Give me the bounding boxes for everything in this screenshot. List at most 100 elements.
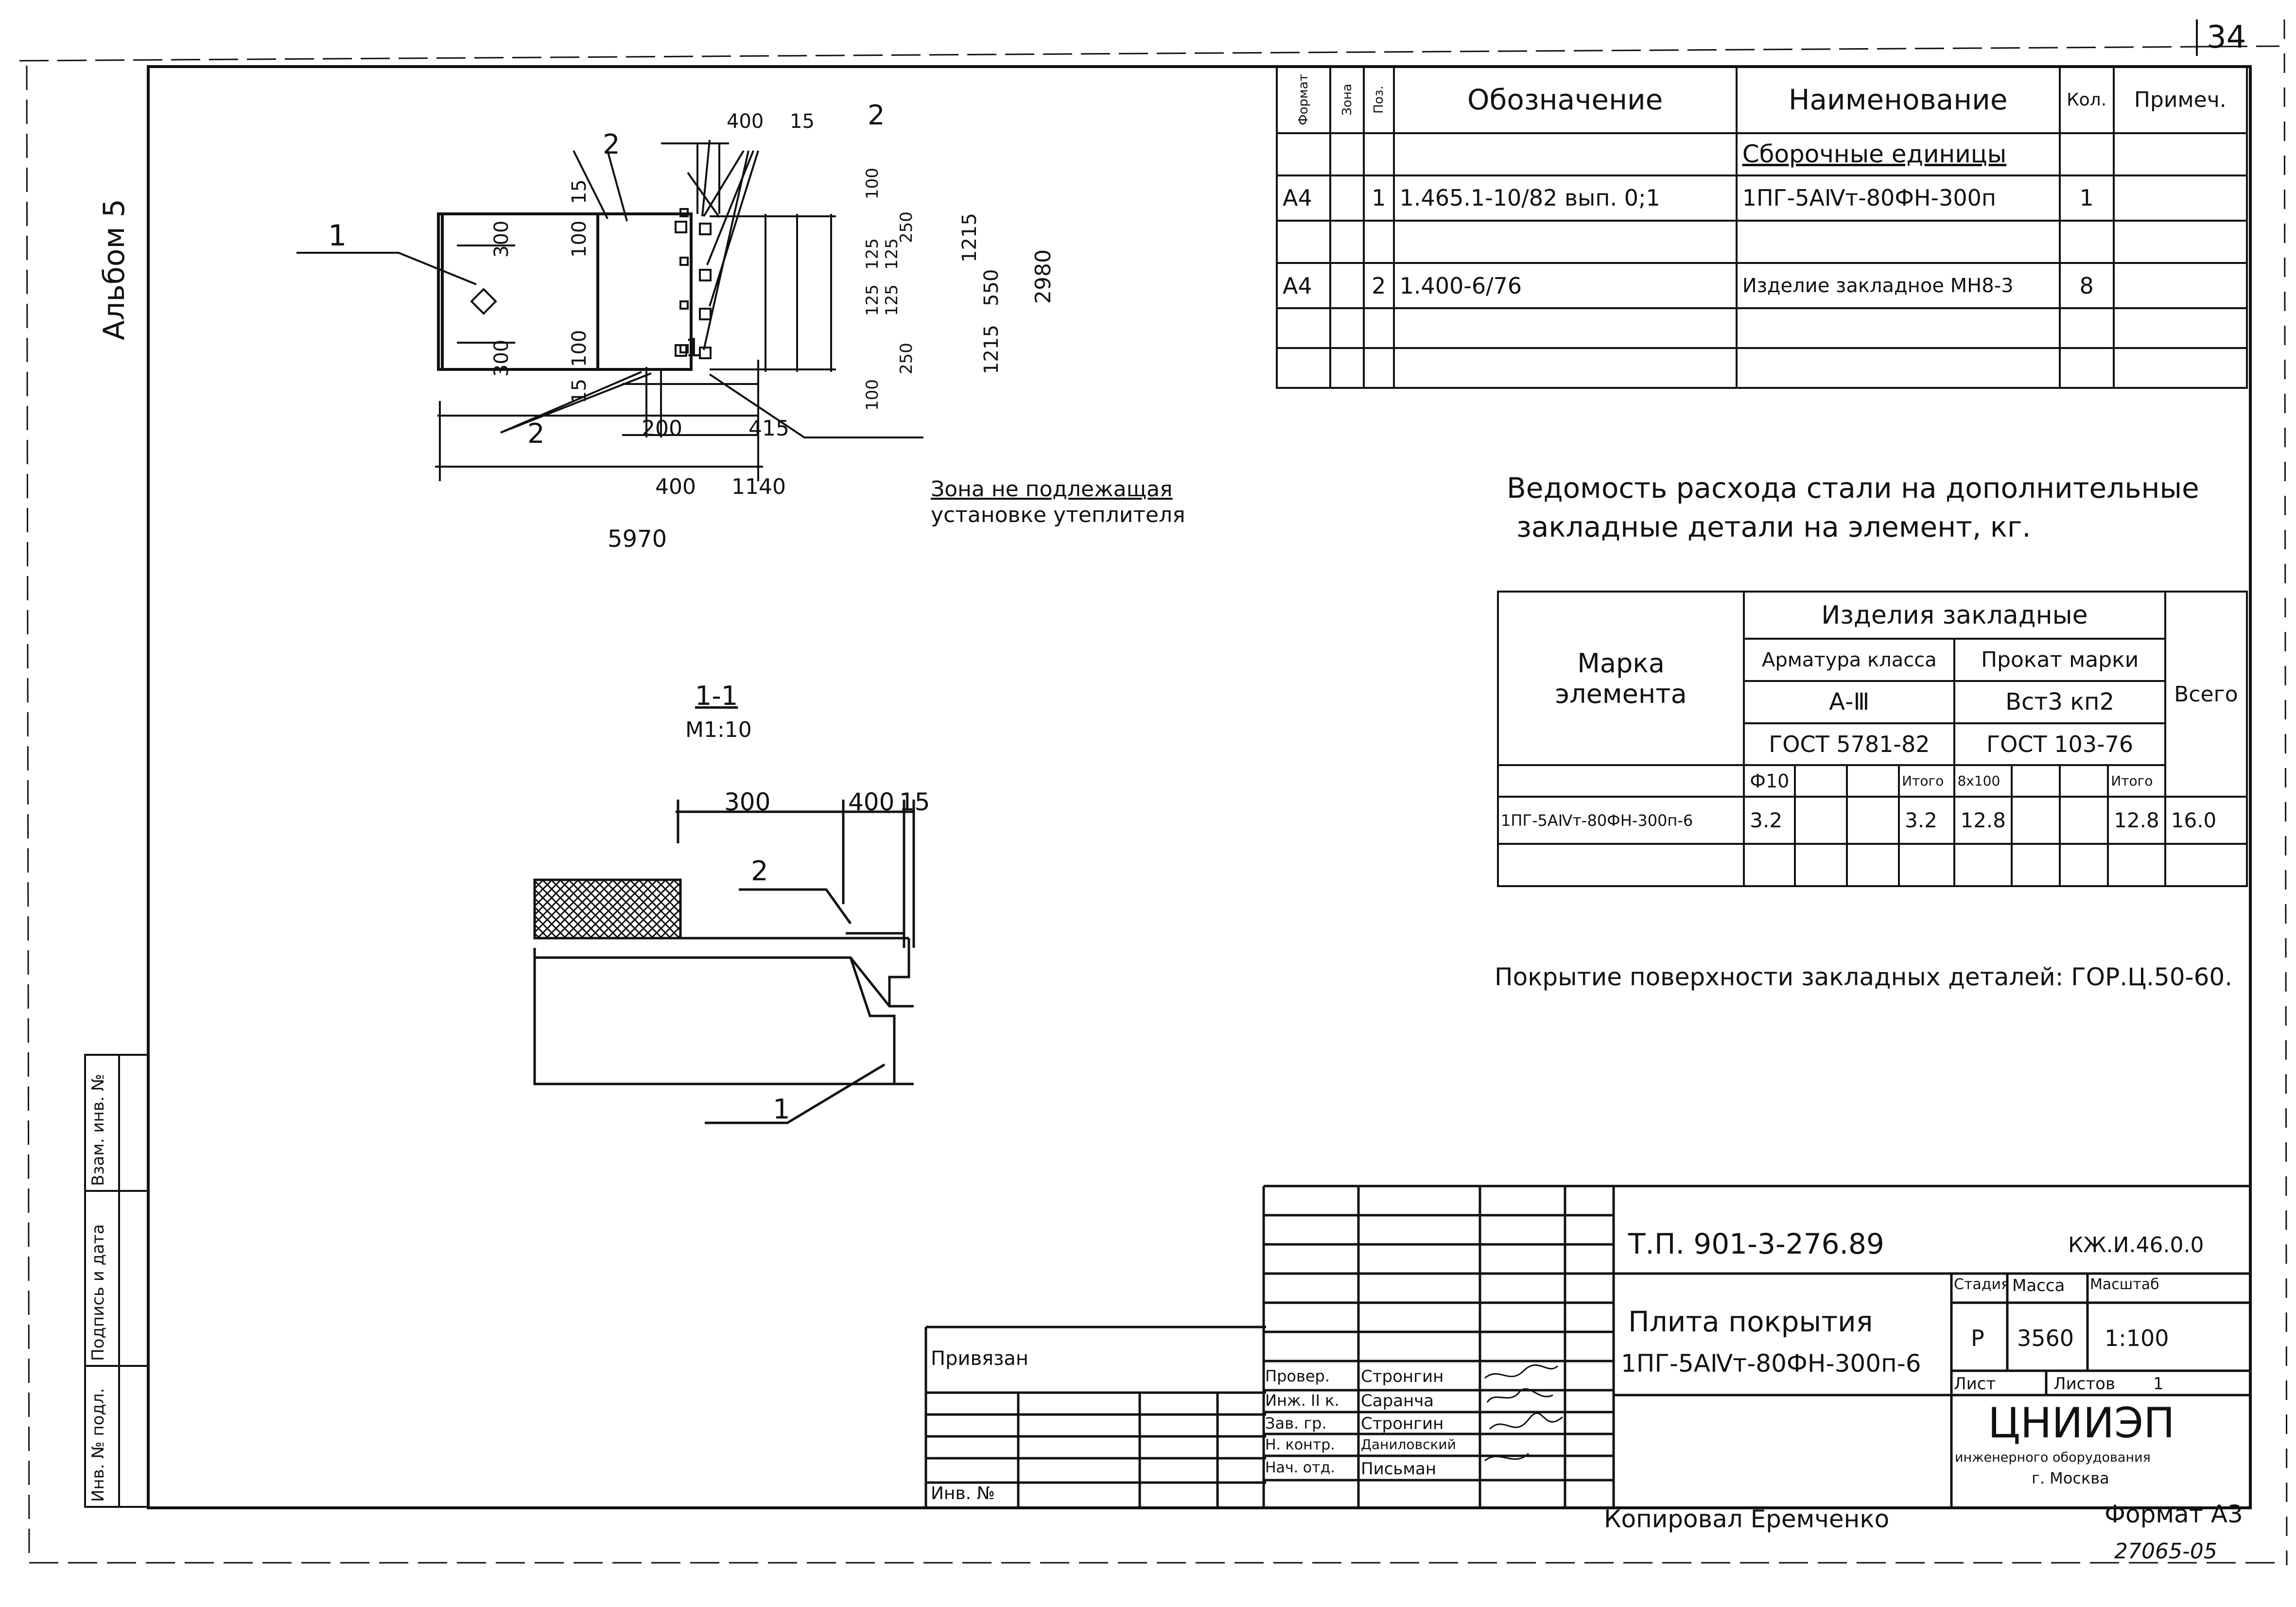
zone-note-line1: Зона не подлежащая — [931, 477, 1173, 502]
table-row: А4 2 1.400-6/76 Изделие закладное МН8-3 … — [1276, 262, 2248, 310]
section-dim-15: 15 — [899, 788, 930, 816]
inv-label: Инв. № — [931, 1484, 995, 1503]
plan-dim-r-125-c: 125 — [863, 284, 882, 316]
plan-dim-r-125-b: 125 — [882, 238, 902, 270]
stage-value: Р — [1971, 1325, 1984, 1351]
plan-dim-15-bot: 15 — [568, 379, 591, 403]
person-role-3: Зав. гр. — [1265, 1414, 1327, 1432]
plan-drawing — [296, 140, 923, 481]
table-row: А4 1 1.465.1-10/82 вып. 0;1 1ПГ-5АⅣт-80Ф… — [1276, 174, 2248, 222]
h-itogo2: Итого — [2107, 764, 2166, 798]
section-scale: М1:10 — [685, 717, 752, 742]
person-role-1: Провер. — [1265, 1367, 1330, 1385]
person-name-1: Стронгин — [1361, 1367, 1444, 1386]
section-pos1: 1 — [773, 1094, 790, 1125]
stamp-signature-date: Подпись и дата — [88, 1224, 108, 1361]
col-qty-header: Кол. — [2058, 66, 2115, 134]
zone-note-line2: установке утеплителя — [931, 503, 1185, 527]
plan-dim-550: 550 — [980, 269, 1003, 306]
signatures — [1484, 1364, 1563, 1462]
h-mark-line2: элемента — [1555, 678, 1687, 709]
col-note-header: Примеч. — [2112, 66, 2248, 134]
h-mark-line1: Марка — [1577, 647, 1665, 679]
bound-block-grid — [924, 1326, 1266, 1507]
bound-label: Привязан — [931, 1347, 1029, 1370]
plan-dim-100-top: 100 — [568, 220, 591, 258]
person-name-2: Саранча — [1361, 1391, 1434, 1411]
col-pos-header: Поз. — [1371, 86, 1386, 114]
plan-dim-1215-b: 1215 — [980, 325, 1003, 374]
plan-dim-400-bot: 400 — [655, 474, 696, 499]
plan-dim-r-125-a: 125 — [863, 238, 882, 270]
plan-dim-1215-a: 1215 — [958, 213, 981, 262]
stamp-inv-original: Инв. № подл. — [88, 1388, 108, 1502]
doc-name-line2: 1ПГ-5АⅣт-80ФН-300п-6 — [1621, 1349, 1921, 1378]
section-pos2: 2 — [751, 856, 768, 887]
plan-pos1-label: 1 — [328, 219, 347, 253]
copied-by: Копировал Еремченко — [1604, 1505, 1890, 1533]
h-d10: Ф10 — [1743, 764, 1796, 798]
plan-dim-5970: 5970 — [608, 525, 667, 553]
spec-table: Формат Зона Поз. Обозначение Наименовани… — [1276, 66, 2248, 389]
spec-section-title: Сборочные единицы — [1735, 132, 2061, 176]
sheet-number: 34 — [2207, 19, 2246, 55]
col-name-header: Наименование — [1735, 66, 2061, 134]
sheets-value: 1 — [2153, 1374, 2164, 1394]
plan-dim-200: 200 — [642, 416, 682, 441]
sheets-header: Листов — [2053, 1374, 2116, 1394]
stage-header: Стадия — [1954, 1276, 2010, 1293]
section-drawing — [533, 800, 915, 1124]
section-title: 1-1 — [695, 681, 738, 711]
person-role-5: Нач. отд. — [1265, 1459, 1335, 1476]
plan-dim-15-left: 15 — [568, 179, 591, 204]
h-rebar: Арматура класса — [1743, 638, 1956, 682]
person-name-5: Письман — [1361, 1459, 1437, 1479]
project-number: Т.П. 901-3-276.89 — [1628, 1227, 1884, 1260]
stamp-replaced-inv: Взам. инв. № — [88, 1074, 108, 1186]
plan-dim-1140: 1140 — [731, 474, 786, 499]
plan-section-mark: 1 — [685, 333, 702, 363]
plan-dim-2980: 2980 — [1031, 249, 1056, 304]
steel-title-line2: закладные детали на элемент, кг. — [1516, 510, 2031, 543]
h-rebar-gost: ГОСТ 5781-82 — [1743, 722, 1956, 767]
scale-header: Масштаб — [2090, 1276, 2159, 1293]
inventory-code: 27065-05 — [2114, 1539, 2217, 1564]
coating-note: Покрытие поверхности закладных деталей: … — [1495, 963, 2233, 991]
title-block-grid — [1262, 1185, 2250, 1507]
h-8x100: 8х100 — [1953, 764, 2013, 798]
h-rolled-grade: Вст3 кп2 — [1953, 680, 2166, 724]
person-role-4: Н. контр. — [1265, 1436, 1335, 1453]
plan-dim-300-top: 300 — [490, 220, 513, 258]
plan-pos2-label-b: 2 — [868, 100, 885, 131]
h-rebar-class: А-Ⅲ — [1743, 680, 1956, 724]
h-rolled-gost: ГОСТ 103-76 — [1953, 722, 2166, 767]
mass-value: 3560 — [2017, 1325, 2074, 1351]
col-format-header: Формат — [1296, 74, 1311, 126]
plan-dim-r-250-b: 250 — [897, 343, 916, 374]
plan-dim-400-top: 400 — [727, 110, 764, 133]
steel-title-line1: Ведомость расхода стали на дополнительны… — [1507, 472, 2199, 505]
org-city: г. Москва — [2032, 1469, 2109, 1487]
h-rolled: Прокат марки — [1953, 638, 2166, 682]
scale-value: 1:100 — [2105, 1325, 2169, 1351]
plan-pos2-label-c: 2 — [527, 418, 545, 450]
plan-dim-415: 415 — [748, 416, 789, 441]
plan-dim-100-bot: 100 — [568, 330, 591, 367]
person-role-2: Инж. II к. — [1265, 1391, 1339, 1410]
col-zone-header: Зона — [1339, 84, 1355, 116]
format-label: Формат А3 — [2105, 1500, 2243, 1528]
album-label: Альбом 5 — [97, 199, 131, 340]
plan-dim-r-100-b: 100 — [863, 379, 882, 411]
plan-dim-r-100-a: 100 — [863, 168, 882, 199]
h-items: Изделия закладные — [1743, 590, 2166, 640]
steel-table: Марка элемента Изделия закладные Всего А… — [1496, 590, 2248, 887]
h-itogo1: Итого — [1898, 764, 1956, 798]
org-name: ЦНИИЭП — [1988, 1399, 2175, 1448]
doc-code: КЖ.И.46.0.0 — [2068, 1233, 2204, 1258]
plan-dim-15-top: 15 — [790, 110, 815, 133]
section-dim-400: 400 — [848, 788, 895, 816]
plan-dim-r-125-d: 125 — [882, 284, 902, 316]
plan-pos2-label-a: 2 — [603, 129, 620, 160]
h-total: Всего — [2164, 591, 2248, 798]
table-row: 1ПГ-5АⅣт-80ФН-300п-6 3.2 3.2 12.8 12.8 1… — [1496, 795, 2248, 845]
